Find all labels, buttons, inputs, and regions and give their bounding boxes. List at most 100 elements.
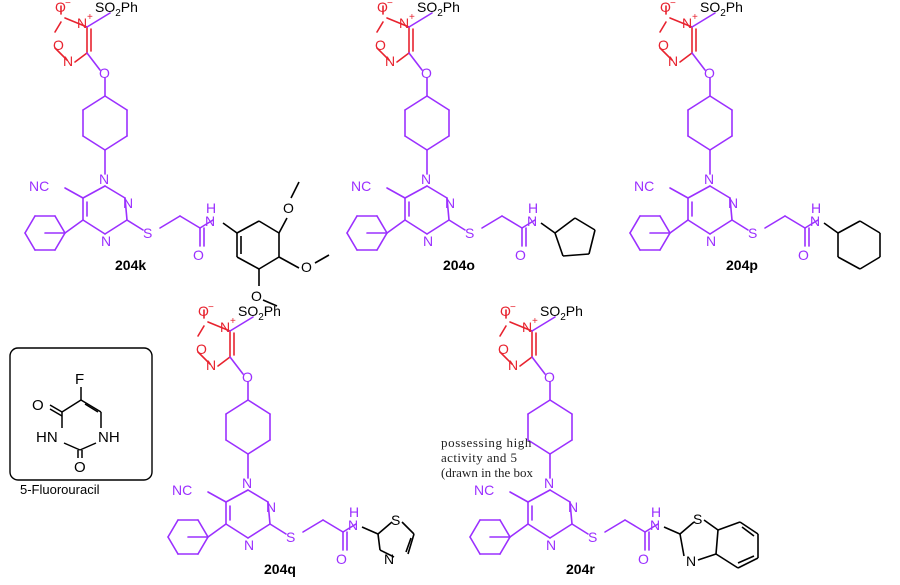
svg-text:N: N	[686, 553, 696, 569]
reference-drug-label: 5-Fluorouracil	[20, 482, 100, 497]
svg-text:N: N	[527, 213, 537, 229]
svg-text:204o: 204o	[443, 257, 475, 273]
svg-text:O: O	[99, 65, 110, 81]
svg-text:N: N	[706, 233, 716, 249]
svg-text:H: H	[349, 504, 359, 520]
svg-text:O: O	[498, 341, 509, 357]
svg-text:N: N	[399, 15, 409, 31]
svg-text:204r: 204r	[566, 561, 595, 577]
n-plus-label: N	[77, 15, 87, 31]
svg-text:O: O	[198, 303, 209, 319]
svg-text:+: +	[87, 12, 93, 23]
svg-text:N: N	[568, 499, 578, 515]
svg-text:O: O	[660, 0, 671, 15]
svg-text:N: N	[423, 233, 433, 249]
svg-text:N: N	[242, 475, 252, 491]
svg-text:N: N	[421, 171, 431, 187]
svg-text:O: O	[658, 37, 669, 53]
cyclopentyl-ring	[540, 217, 596, 257]
svg-text:H: H	[651, 504, 661, 520]
sulfonyl-label: SO2Ph	[95, 0, 138, 19]
svg-text:O: O	[377, 0, 388, 15]
svg-text:NC: NC	[474, 482, 494, 498]
svg-text:O: O	[74, 459, 86, 476]
compound-label: 204k	[115, 257, 146, 273]
svg-text:O: O	[251, 288, 262, 304]
svg-text:−: −	[65, 0, 71, 9]
svg-text:NC: NC	[172, 482, 192, 498]
svg-text:O: O	[193, 247, 204, 263]
svg-text:204q: 204q	[264, 561, 296, 577]
svg-text:SO2Ph: SO2Ph	[700, 0, 743, 19]
svg-text:+: +	[692, 12, 698, 23]
svg-text:O: O	[53, 37, 64, 53]
svg-text:S: S	[588, 529, 597, 545]
cyclohexyl-ring	[823, 220, 881, 270]
svg-text:NC: NC	[351, 178, 371, 194]
svg-text:N: N	[220, 319, 230, 335]
svg-text:S: S	[693, 511, 702, 527]
svg-text:O: O	[375, 37, 386, 53]
svg-text:N: N	[508, 357, 518, 373]
svg-text:O: O	[798, 247, 809, 263]
compound-204r: N + O − O N SO2Ph O N NC N N S O N H	[469, 302, 759, 577]
compound-204q: N + O − O N SO2Ph O N NC N N S O N H S N…	[167, 302, 415, 577]
svg-text:S: S	[748, 225, 757, 241]
trimethoxyphenyl-ring	[222, 181, 330, 307]
svg-text:NC: NC	[634, 178, 654, 194]
svg-text:S: S	[286, 529, 295, 545]
o-minus-label: O	[55, 0, 66, 15]
svg-text:N: N	[99, 171, 109, 187]
svg-text:O: O	[32, 397, 44, 414]
svg-text:O: O	[500, 303, 511, 319]
svg-text:N: N	[728, 195, 738, 211]
reference-drug-box: F O HN NH O 5-Fluorouracil	[9, 347, 153, 497]
svg-text:O: O	[704, 65, 715, 81]
svg-text:N: N	[123, 195, 133, 211]
svg-text:−: −	[510, 302, 516, 313]
compound-204o: N + O − O N SO2Ph O N NC N N S O N H 204…	[346, 0, 596, 273]
svg-text:NH: NH	[98, 429, 120, 446]
svg-text:SO2Ph: SO2Ph	[417, 0, 460, 19]
svg-text:N: N	[348, 517, 358, 533]
svg-text:N: N	[244, 537, 254, 553]
svg-text:+: +	[230, 316, 236, 327]
svg-text:N: N	[810, 213, 820, 229]
svg-text:HN: HN	[36, 429, 58, 446]
svg-text:H: H	[528, 200, 538, 216]
svg-text:O: O	[301, 259, 312, 275]
svg-text:H: H	[206, 200, 216, 216]
svg-text:S: S	[143, 225, 152, 241]
compound-204k: N + O − O N SO2Ph O N NC N N S O N H	[24, 0, 330, 307]
thiazole-ring	[361, 521, 415, 558]
caption-fragment-line-3: (drawn in the box	[441, 465, 534, 480]
svg-text:N: N	[385, 53, 395, 69]
caption-fragment-line-2: activity and 5	[441, 450, 518, 465]
svg-text:+: +	[409, 12, 415, 23]
svg-text:SO2Ph: SO2Ph	[238, 303, 281, 323]
svg-text:N: N	[704, 171, 714, 187]
svg-text:N: N	[546, 537, 556, 553]
svg-text:O: O	[336, 551, 347, 567]
svg-text:O: O	[421, 65, 432, 81]
compound-204p: N + O − O N SO2Ph O N NC N N S O N H 204…	[629, 0, 881, 273]
svg-text:O: O	[544, 369, 555, 385]
svg-text:N: N	[445, 195, 455, 211]
svg-text:F: F	[75, 371, 84, 388]
svg-text:N: N	[384, 551, 394, 567]
svg-text:−: −	[670, 0, 676, 9]
svg-text:S: S	[391, 512, 400, 528]
svg-text:N: N	[668, 53, 678, 69]
svg-text:N: N	[522, 319, 532, 335]
svg-text:N: N	[206, 357, 216, 373]
svg-text:O: O	[638, 551, 649, 567]
svg-text:N: N	[205, 213, 215, 229]
svg-text:H: H	[811, 200, 821, 216]
svg-text:−: −	[387, 0, 393, 9]
svg-text:O: O	[196, 341, 207, 357]
svg-text:N: N	[101, 233, 111, 249]
svg-text:S: S	[465, 225, 474, 241]
svg-text:−: −	[208, 302, 214, 313]
svg-text:N: N	[650, 517, 660, 533]
